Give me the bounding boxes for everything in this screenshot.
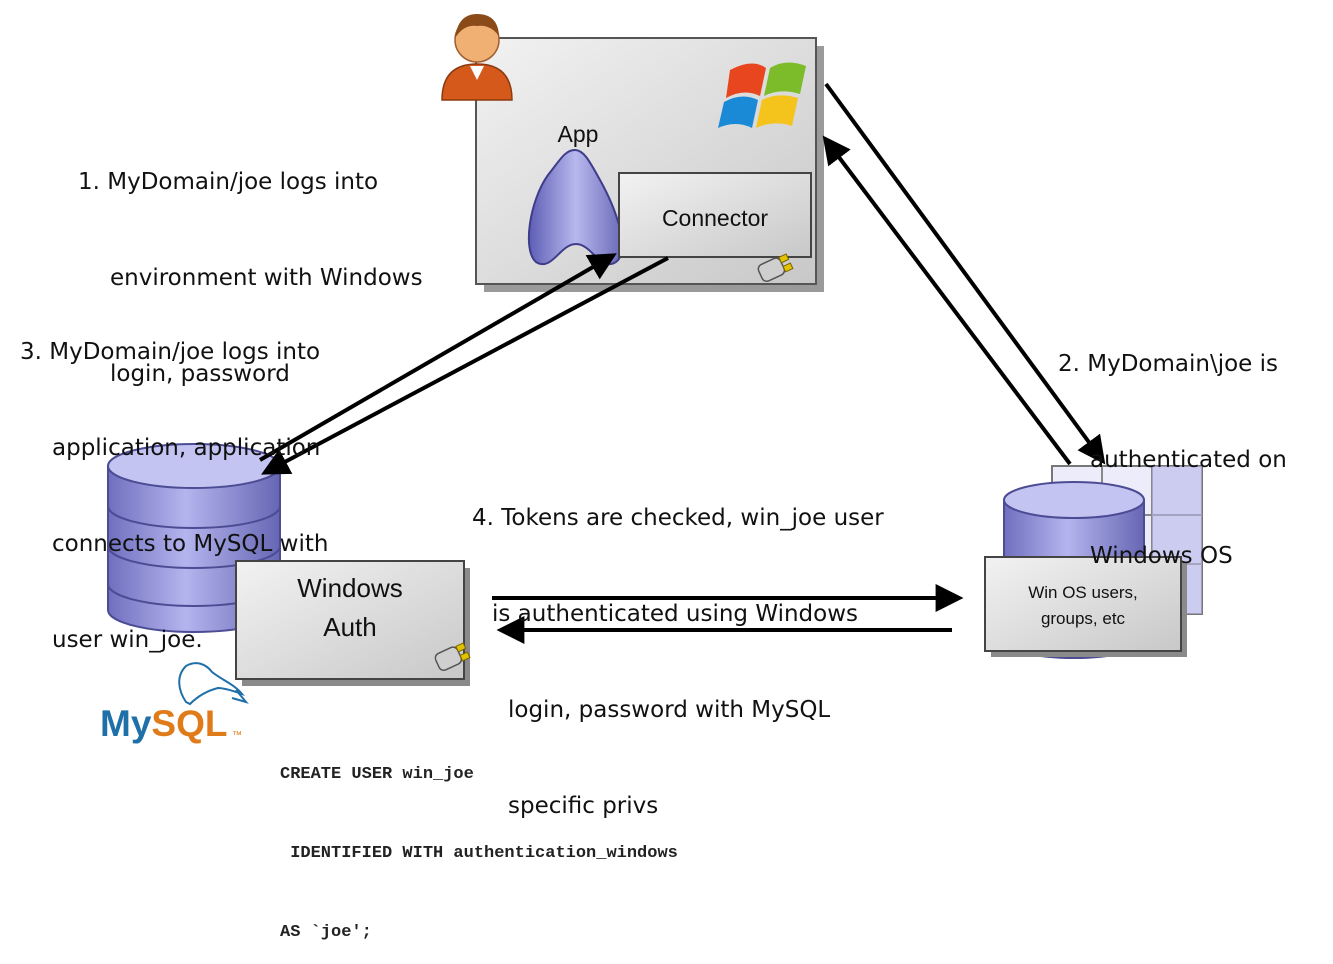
step-2-annotation: 2. MyDomain\joe is authenticated on Wind… <box>1058 284 1287 604</box>
os-users-label-line2: groups, etc <box>1041 609 1126 628</box>
plug-icon <box>757 253 794 283</box>
os-users-box <box>984 556 1187 657</box>
mysql-logo-tm: ™ <box>232 730 242 741</box>
step-4-line: login, password with MySQL <box>508 697 831 723</box>
step-4-line: 4. Tokens are checked, win_joe user <box>472 505 884 531</box>
sql-line: IDENTIFIED WITH authentication_windows <box>280 844 678 863</box>
step-1-line: 1. MyDomain/joe logs into <box>78 169 379 195</box>
mysql-logo: MySQL <box>100 703 227 744</box>
os-users-label-line1: Win OS users, <box>1028 583 1138 602</box>
connector-box <box>618 172 812 258</box>
mysql-dolphin-icon <box>178 662 249 706</box>
step-3-line: 3. MyDomain/joe logs into <box>20 339 321 365</box>
sql-line: AS `joe'; <box>280 923 372 942</box>
windows-auth-label-line1: Windows <box>297 573 402 603</box>
step-3-line: user win_joe. <box>52 627 203 653</box>
step-1-line: login, password <box>110 361 290 387</box>
step-2-line: Windows OS <box>1090 543 1233 569</box>
step-1-line: environment with Windows <box>110 265 423 291</box>
arrow-os-to-app <box>822 135 1072 466</box>
diagram-canvas: App Connector Windows Auth Win OS users,… <box>100 14 1203 744</box>
step-4-annotation: 4. Tokens are checked, win_joe user is a… <box>472 438 884 854</box>
user-avatar-icon <box>441 14 513 101</box>
step-4-line: is authenticated using Windows <box>492 601 859 627</box>
windows-logo-icon <box>718 62 806 128</box>
auth-plug-icon <box>434 642 471 672</box>
arrow-app-to-os <box>824 82 1106 465</box>
sql-code-block: CREATE USER win_joe IDENTIFIED WITH auth… <box>280 722 678 964</box>
windows-auth-label-line2: Auth <box>323 612 377 642</box>
step-3-line: connects to MySQL with <box>52 531 329 557</box>
step-3-line: application, application <box>52 435 321 461</box>
arrow-db-to-connector <box>258 253 617 462</box>
step-2-line: 2. MyDomain\joe is <box>1058 351 1279 377</box>
step-2-line: authenticated on <box>1090 447 1287 473</box>
step-3-annotation: 3. MyDomain/joe logs into application, a… <box>20 272 328 688</box>
step-4-line: specific privs <box>508 793 659 819</box>
connector-label: Connector <box>662 205 768 231</box>
app-label: App <box>558 121 599 147</box>
arrow-connector-to-db <box>261 256 669 475</box>
step-1-annotation: 1. MyDomain/joe logs into environment wi… <box>78 102 423 422</box>
windows-auth-box <box>235 560 470 686</box>
sql-line: CREATE USER win_joe <box>280 765 474 784</box>
app-icon <box>527 148 624 266</box>
